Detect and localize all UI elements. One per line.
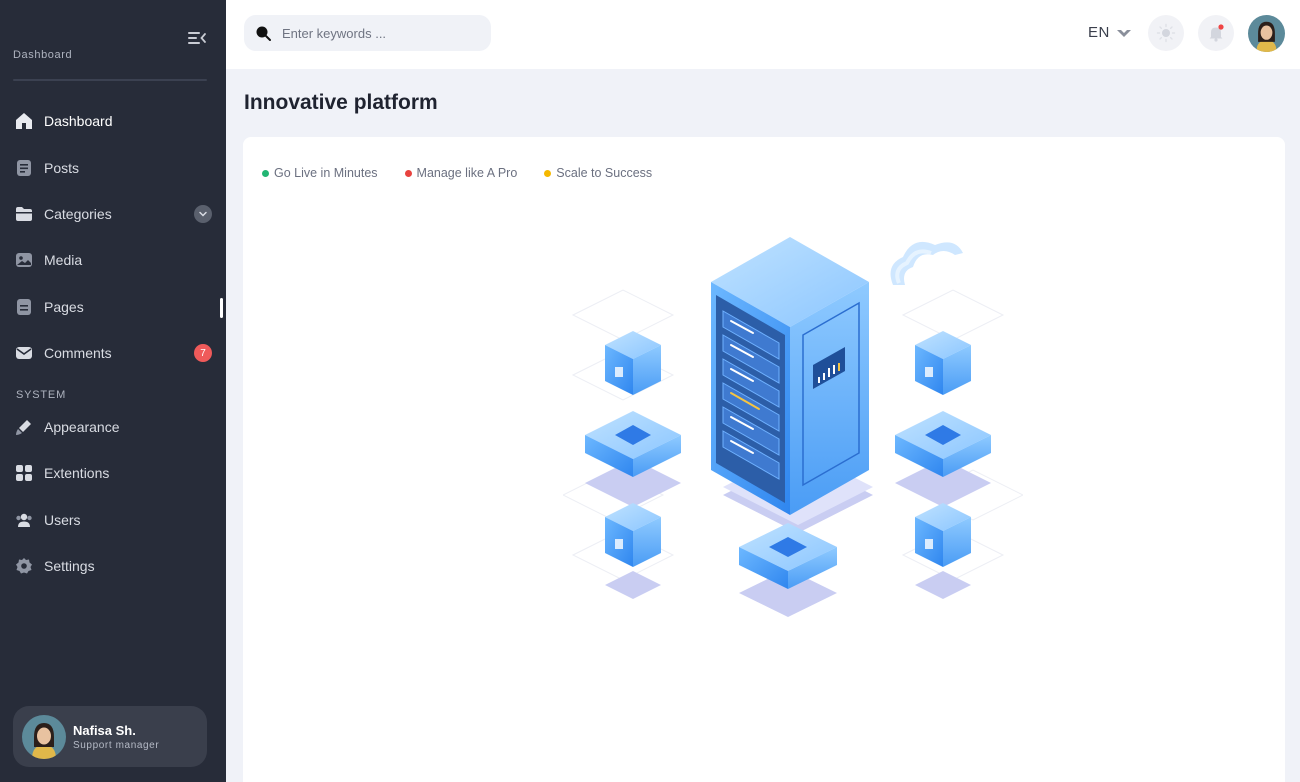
content-card: Go Live in Minutes Manage like A Pro Sca… xyxy=(243,137,1285,782)
sidebar-item-pages[interactable]: Pages xyxy=(14,293,212,321)
chevron-down-icon[interactable] xyxy=(194,205,212,223)
sidebar-item-label: Extentions xyxy=(44,465,110,481)
user-profile-card[interactable]: Nafisa Sh. Support manager xyxy=(13,706,207,767)
collapse-menu-button[interactable] xyxy=(187,30,207,46)
legend-label: Scale to Success xyxy=(556,166,653,180)
right-router xyxy=(895,411,991,507)
user-role: Support manager xyxy=(73,739,160,751)
left-cube-top xyxy=(605,331,661,395)
search-input[interactable] xyxy=(282,25,472,41)
legend-dot xyxy=(404,169,412,177)
right-cube-bottom xyxy=(915,503,971,599)
sidebar-item-users[interactable]: Users xyxy=(14,506,212,534)
sidebar-item-media[interactable]: Media xyxy=(14,246,212,274)
search-icon xyxy=(256,26,271,41)
theme-toggle-button[interactable] xyxy=(1148,15,1184,51)
image-icon xyxy=(14,250,34,270)
server-network-illustration xyxy=(563,237,1023,617)
sidebar-item-settings[interactable]: Settings xyxy=(14,552,212,580)
sidebar-item-label: Appearance xyxy=(44,419,120,435)
user-name: Nafisa Sh. xyxy=(73,722,136,738)
sidebar: Dashboard Dashboard Posts Categories xyxy=(0,0,226,782)
feature-legend: Go Live in Minutes Manage like A Pro Sca… xyxy=(262,166,679,180)
legend-item: Manage like A Pro xyxy=(404,166,518,180)
avatar xyxy=(22,714,66,759)
sidebar-item-label: Dashboard xyxy=(44,113,113,129)
menu-collapse-icon xyxy=(188,32,206,44)
notifications-button[interactable] xyxy=(1198,15,1234,51)
users-icon xyxy=(14,510,34,530)
sidebar-item-extentions[interactable]: Extentions xyxy=(14,459,212,487)
sidebar-item-label: Pages xyxy=(44,299,84,315)
brush-icon xyxy=(14,417,34,437)
legend-label: Go Live in Minutes xyxy=(274,166,378,180)
sidebar-item-appearance[interactable]: Appearance xyxy=(14,413,212,441)
brand-title: Dashboard xyxy=(13,49,73,61)
server-tower xyxy=(711,237,869,515)
sidebar-scrollbar[interactable] xyxy=(220,298,223,318)
sun-icon xyxy=(1156,23,1176,43)
left-cube-bottom xyxy=(605,503,661,599)
sidebar-item-label: Users xyxy=(44,512,81,528)
sidebar-item-label: Media xyxy=(44,252,83,268)
bottom-router xyxy=(739,523,837,617)
sidebar-item-posts[interactable]: Posts xyxy=(14,154,212,182)
document-icon xyxy=(14,158,34,178)
sidebar-item-comments[interactable]: Comments 7 xyxy=(14,339,212,367)
search-box[interactable] xyxy=(244,15,491,51)
sidebar-item-label: Posts xyxy=(44,160,80,176)
sidebar-item-dashboard[interactable]: Dashboard xyxy=(14,107,212,135)
sidebar-item-categories[interactable]: Categories xyxy=(14,200,212,228)
comments-count-badge: 7 xyxy=(194,344,212,362)
folder-icon xyxy=(14,204,34,224)
left-router xyxy=(585,411,681,507)
chevron-down-icon xyxy=(1116,29,1131,37)
sidebar-item-label: Settings xyxy=(44,558,95,574)
page-icon xyxy=(14,297,34,317)
brand-divider xyxy=(13,79,207,81)
legend-label: Manage like A Pro xyxy=(416,166,518,180)
page-title: Innovative platform xyxy=(244,91,438,114)
sidebar-item-label: Categories xyxy=(44,206,112,222)
right-cube-top xyxy=(915,331,971,395)
sidebar-item-label: Comments xyxy=(44,345,112,361)
section-label-system: SYSTEM xyxy=(16,389,67,401)
bell-icon xyxy=(1209,24,1224,42)
avatar[interactable] xyxy=(1248,15,1285,52)
legend-dot xyxy=(262,169,269,177)
legend-item: Go Live in Minutes xyxy=(262,166,378,180)
mail-icon xyxy=(14,343,34,363)
legend-dot xyxy=(544,169,552,177)
cloud-icon xyxy=(890,241,963,285)
gear-icon xyxy=(14,556,34,576)
top-bar: EN xyxy=(226,0,1300,69)
language-label: EN xyxy=(1088,24,1110,41)
legend-item: Scale to Success xyxy=(544,166,652,180)
language-selector[interactable]: EN xyxy=(1088,24,1132,41)
grid-icon xyxy=(14,463,34,483)
home-icon xyxy=(14,111,34,131)
